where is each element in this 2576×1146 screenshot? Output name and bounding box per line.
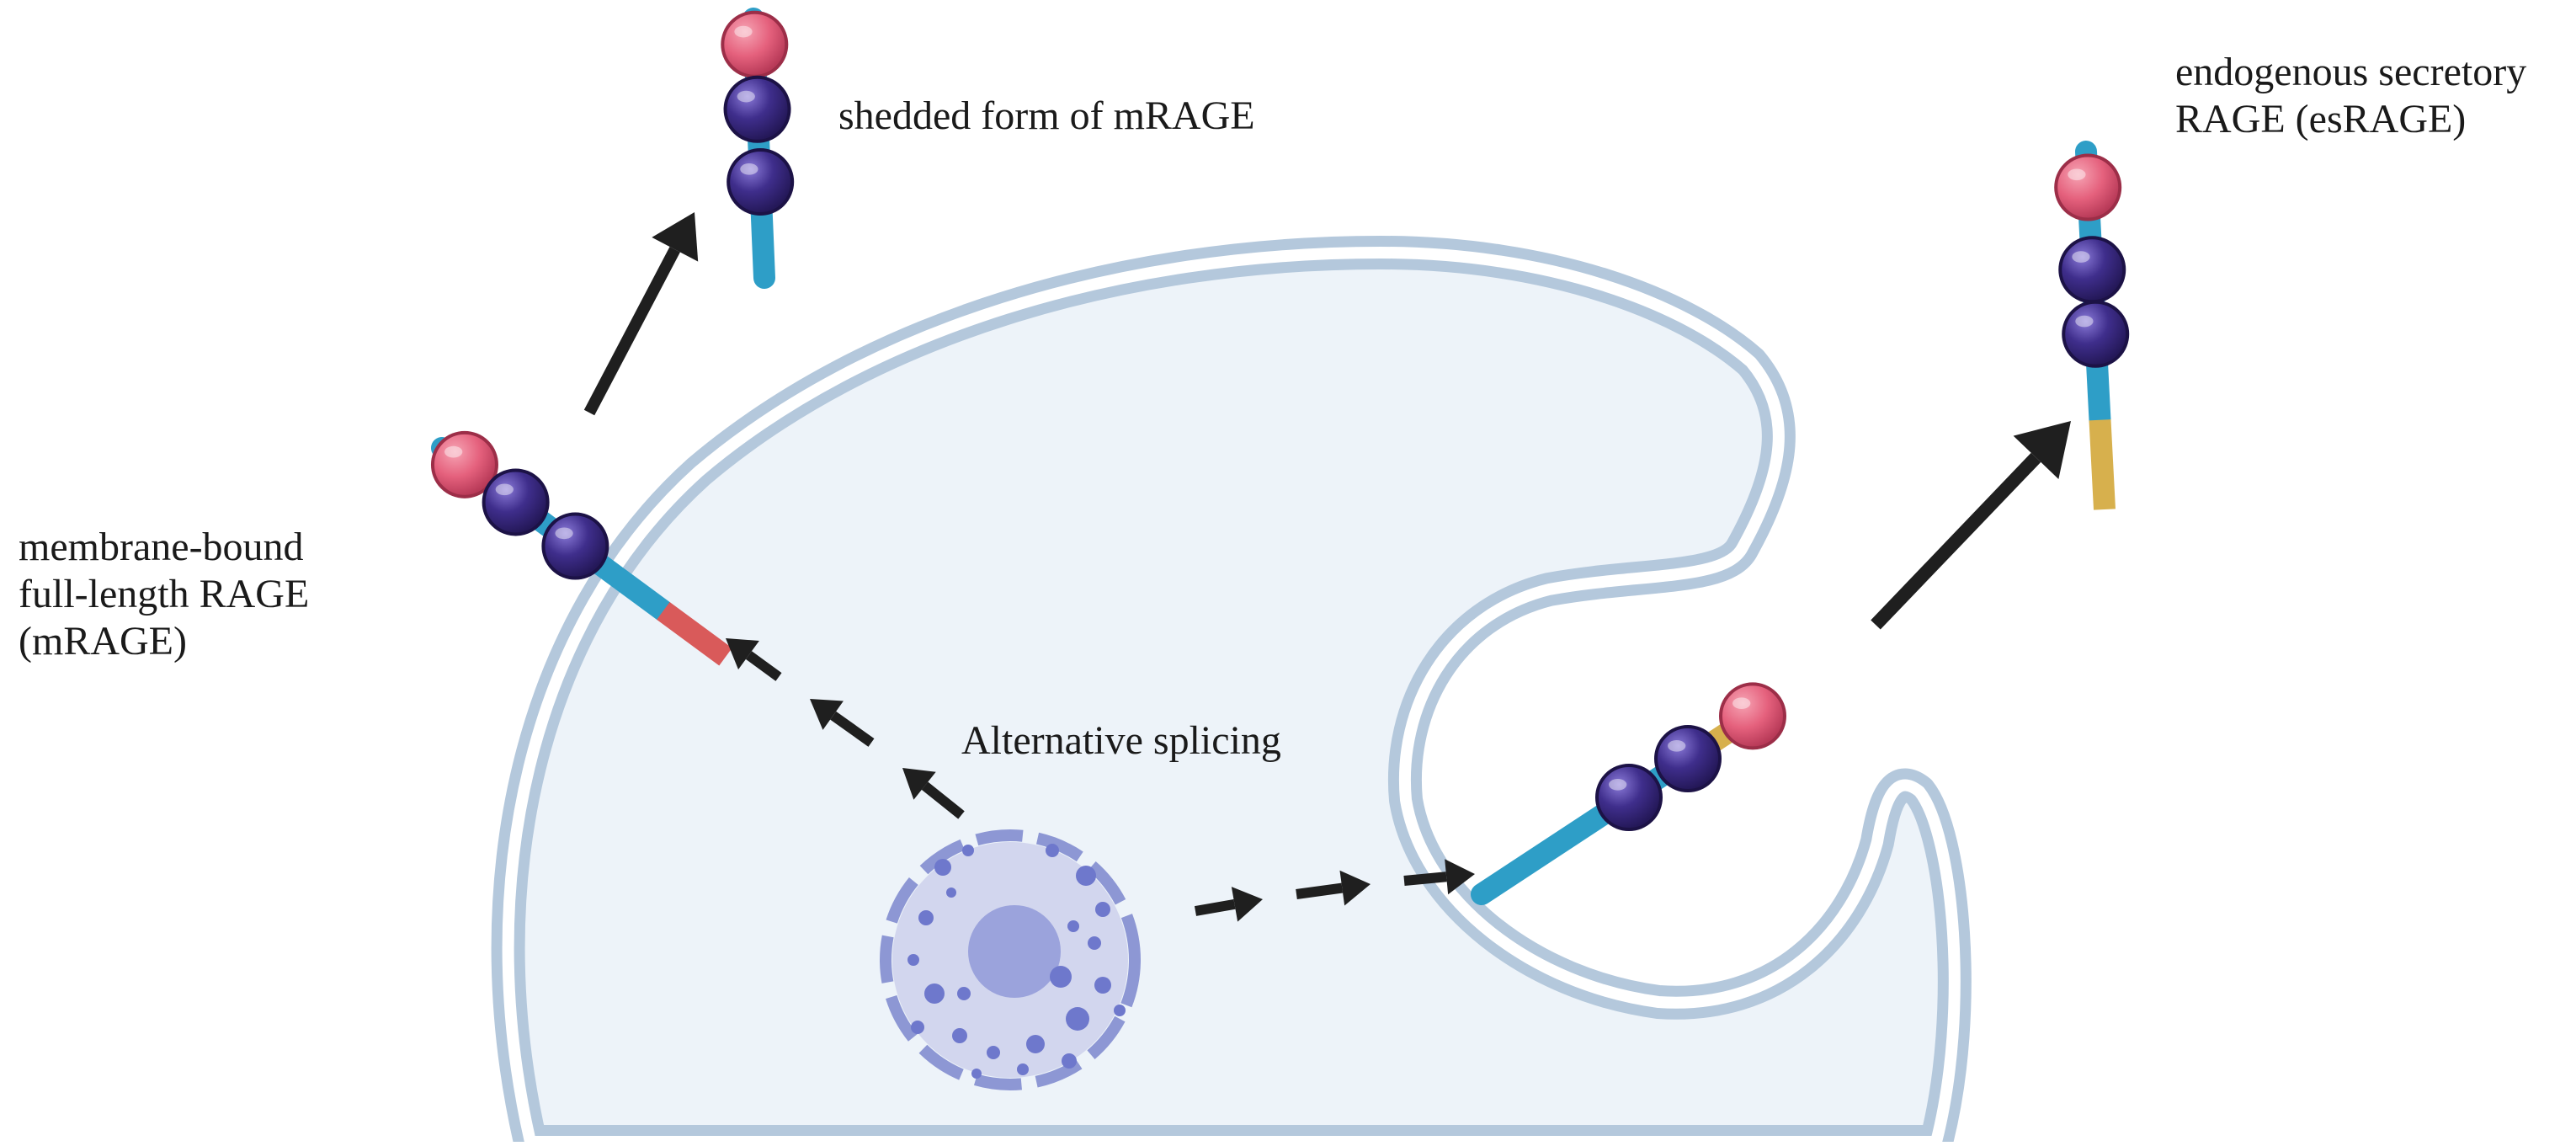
arrow-icon-dash-right-1 xyxy=(1194,887,1263,922)
receptor-tail xyxy=(657,601,732,666)
domain-highlight xyxy=(1732,697,1751,710)
rage-receptor-icon-mrage xyxy=(430,430,732,666)
arrow-shaft xyxy=(1296,882,1344,899)
chromatin-dot xyxy=(1095,902,1110,917)
mrage-label-line1: membrane-bound xyxy=(19,525,304,569)
chromatin-dot xyxy=(1094,977,1111,994)
domain-highlight xyxy=(740,163,758,175)
arrow-shaft xyxy=(830,711,875,747)
arrow-icon-shedding xyxy=(583,212,699,416)
chromatin-dot xyxy=(1062,1053,1077,1069)
chromatin-dot xyxy=(934,859,951,876)
rage-receptor-icon-shedded xyxy=(721,8,795,289)
domain-highlight xyxy=(1609,778,1627,791)
c-domain-icon xyxy=(2058,236,2126,304)
chromatin-dot xyxy=(911,1021,924,1034)
c-domain-icon xyxy=(726,148,795,216)
mrage-label: membrane-bound full-length RAGE (mRAGE) xyxy=(19,524,309,665)
rage-receptor-icon-esrage-intracellular xyxy=(1471,682,1786,905)
domain-highlight xyxy=(2068,168,2086,181)
chromatin-dot xyxy=(1050,966,1072,988)
c-domain-icon xyxy=(482,468,550,536)
esrage-label: endogenous secretory RAGE (esRAGE) xyxy=(2175,49,2526,143)
c-domain-icon xyxy=(1654,725,1722,792)
chromatin-dot xyxy=(962,845,974,856)
receptor-tail xyxy=(2089,419,2116,510)
chromatin-dot xyxy=(1067,920,1079,932)
arrow-head xyxy=(2013,421,2071,480)
arrow-shaft xyxy=(921,781,965,819)
nucleolus xyxy=(968,905,1061,998)
c-domain-icon xyxy=(723,75,791,143)
chromatin-dot xyxy=(946,887,956,898)
arrow-icon-dash-right-2 xyxy=(1296,870,1370,906)
chromatin-dot xyxy=(957,987,971,1000)
arrow-icon-dash-left-2 xyxy=(810,699,875,747)
c-domain-icon xyxy=(1595,764,1663,831)
v-domain-icon xyxy=(721,10,789,78)
domain-highlight xyxy=(737,90,755,103)
chromatin-dot xyxy=(952,1028,967,1043)
arrow-shaft xyxy=(583,247,680,416)
arrow-shaft xyxy=(1871,452,2041,630)
arrow-head xyxy=(1339,870,1370,906)
chromatin-dot xyxy=(924,983,945,1004)
esrage-label-line2: RAGE (esRAGE) xyxy=(2175,97,2467,141)
arrow-head xyxy=(652,212,699,262)
rage-receptor-icon-esrage xyxy=(2054,141,2130,510)
arrow-icon-dash-left-3 xyxy=(726,638,782,681)
chromatin-dot xyxy=(1114,1005,1126,1016)
domain-highlight xyxy=(555,527,573,540)
arrow-head xyxy=(1231,887,1263,922)
chromatin-dot xyxy=(918,910,934,925)
arrow-icon-dash-right-3 xyxy=(1403,859,1475,895)
nucleus-icon xyxy=(880,829,1141,1090)
domain-highlight xyxy=(734,25,753,38)
cell-membrane-inner xyxy=(502,247,1961,1146)
chromatin-dot xyxy=(971,1069,982,1079)
arrow-icon-secretion xyxy=(1871,421,2071,630)
chromatin-dot xyxy=(1026,1035,1045,1053)
arrow-head xyxy=(1445,859,1475,895)
domain-highlight xyxy=(444,445,463,458)
domain-highlight xyxy=(495,483,514,496)
arrow-shaft xyxy=(1194,898,1236,916)
shedded-form-label: shedded form of mRAGE xyxy=(838,93,1255,140)
cell-icon xyxy=(491,236,1972,1146)
arrow-head xyxy=(902,768,936,800)
mrage-label-line2: full-length RAGE xyxy=(19,572,310,616)
alternative-splicing-text: Alternative splicing xyxy=(961,718,1281,763)
esrage-label-line1: endogenous secretory xyxy=(2175,50,2527,94)
domain-highlight xyxy=(2072,251,2090,263)
c-domain-icon xyxy=(541,512,609,580)
chromatin-dot xyxy=(907,954,919,966)
alternative-splicing-label: Alternative splicing xyxy=(961,717,1281,765)
mrage-label-line3: (mRAGE) xyxy=(19,619,187,664)
v-domain-icon xyxy=(430,430,498,498)
domain-highlight xyxy=(2075,315,2094,328)
domain-highlight xyxy=(1668,739,1686,752)
arrow-icon-dash-left-1 xyxy=(902,768,965,819)
chromatin-dot xyxy=(1076,866,1096,886)
chromatin-dot xyxy=(987,1046,1000,1059)
arrow-shaft xyxy=(745,651,782,681)
shedded-form-text: shedded form of mRAGE xyxy=(838,93,1255,138)
chromatin-dot xyxy=(1088,936,1101,950)
chromatin-dot xyxy=(1017,1063,1029,1075)
v-domain-icon xyxy=(1719,682,1786,750)
arrow-head xyxy=(726,638,759,670)
c-domain-icon xyxy=(2062,300,2130,368)
chromatin-dot xyxy=(1066,1007,1089,1031)
chromatin-dot xyxy=(1046,844,1059,857)
arrow-shaft xyxy=(1403,871,1447,886)
v-domain-icon xyxy=(2054,153,2122,221)
arrow-head xyxy=(810,699,844,730)
